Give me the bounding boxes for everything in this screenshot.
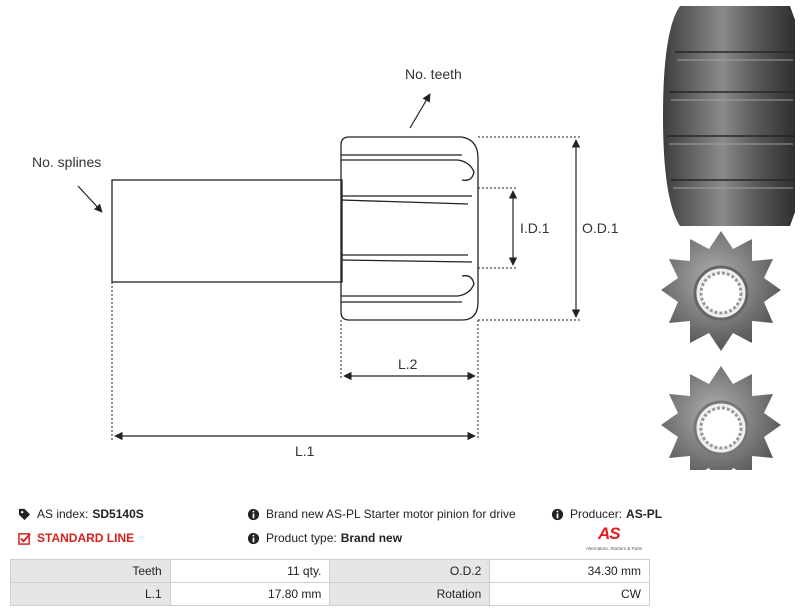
label-teeth: No. teeth	[405, 66, 462, 82]
producer-label: Producer:	[570, 507, 623, 521]
product-type-row: Product type: Brand new	[247, 531, 402, 545]
as-index-row: AS index: SD5140S	[18, 507, 144, 521]
pinion-front-photo	[661, 231, 781, 351]
gear-body-outline	[340, 136, 479, 321]
spec-value: 34.30 mm	[489, 559, 650, 583]
product-description: Brand new AS-PL Starter motor pinion for…	[266, 507, 516, 521]
as-index-label: AS index:	[37, 507, 89, 521]
teeth-pointer	[409, 93, 431, 129]
info-icon	[551, 508, 564, 520]
product-photos	[661, 6, 795, 470]
description-row: Brand new AS-PL Starter motor pinion for…	[247, 507, 516, 521]
spec-value: CW	[489, 582, 650, 606]
spec-value: 17.80 mm	[169, 582, 331, 606]
spec-table: Teeth 11 qty. O.D.2 34.30 mm L.1 17.80 m…	[10, 559, 650, 606]
product-type-label: Product type:	[266, 531, 337, 545]
label-splines: No. splines	[32, 154, 101, 170]
tag-icon	[18, 508, 31, 520]
spec-key: O.D.2	[329, 559, 491, 583]
table-row: Teeth 11 qty. O.D.2 34.30 mm	[10, 559, 650, 583]
label-l1: L.1	[295, 443, 315, 459]
label-l2: L.2	[398, 356, 418, 372]
producer-value: AS-PL	[626, 507, 663, 521]
spec-value: 11 qty.	[169, 559, 331, 583]
spec-key: Rotation	[329, 582, 491, 606]
as-pl-logo: AS Alternators, Starters & Parts	[586, 524, 652, 554]
info-icon	[247, 532, 260, 544]
technical-drawing: No. teeth No. splines I.D.1 O.D.1 L.2 L.…	[32, 66, 619, 459]
checkbox-checked-icon	[18, 532, 31, 545]
logo-tagline: Alternators, Starters & Parts	[586, 546, 643, 551]
standard-line-label: STANDARD LINE	[37, 531, 135, 545]
logo-mark: AS	[598, 524, 621, 543]
pinion-back-photo	[661, 366, 781, 470]
shaft-outline	[111, 179, 343, 283]
spec-key: Teeth	[10, 559, 171, 583]
spec-key: L.1	[10, 582, 171, 606]
producer-row: Producer: AS-PL	[551, 507, 662, 521]
standard-line-row: STANDARD LINE	[18, 531, 134, 545]
product-type-value: Brand new	[340, 531, 403, 545]
splines-pointer	[77, 185, 103, 213]
info-icon	[247, 508, 260, 520]
label-od1: O.D.1	[582, 220, 619, 236]
pinion-side-photo	[663, 6, 795, 226]
label-id1: I.D.1	[520, 220, 550, 236]
as-index-value: SD5140S	[92, 507, 144, 521]
table-row: L.1 17.80 mm Rotation CW	[10, 582, 650, 606]
